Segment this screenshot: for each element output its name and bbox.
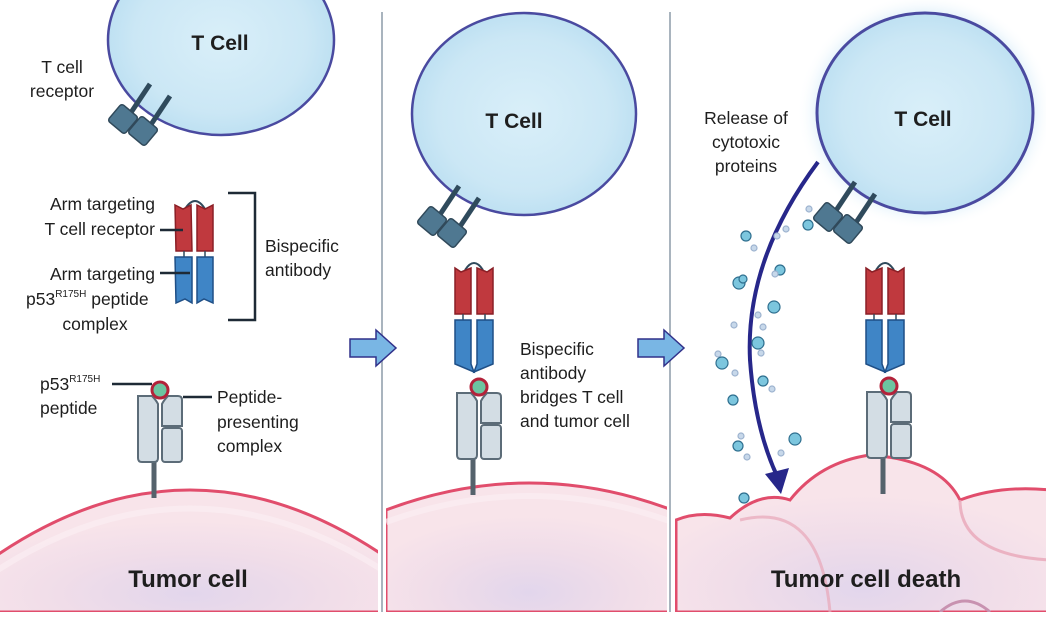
tumor-cell-2: [386, 481, 667, 612]
release-arrow: [747, 160, 820, 479]
antibody-bracket: [228, 191, 257, 322]
caption-line3: bridges T cell: [520, 387, 623, 407]
tcr-label-line1: T cell: [41, 57, 83, 77]
panel-2: T Cell Bispecific antibody bridges T cel…: [386, 11, 667, 612]
bispecific-antibody-2: [454, 262, 494, 373]
caption-line2: antibody: [520, 363, 586, 383]
complex-label-line2: presenting: [217, 412, 299, 432]
step-arrow-1: [349, 328, 398, 368]
complex-label-line3: complex: [217, 436, 282, 456]
t-cell: [106, 0, 336, 137]
panel-3: T Cell Release of cytotoxic proteins Tum…: [675, 0, 1046, 612]
arm-p53-label-line1: Arm targeting: [50, 264, 155, 284]
peptide-presenting-complex-2: [457, 379, 501, 495]
step-arrow-2: [637, 328, 686, 368]
bispecific-label-line1: Bispecific: [265, 236, 339, 256]
peptide-presenting-complex: [138, 382, 182, 498]
peptide-label-line1: p53R175H: [40, 374, 100, 394]
tumor-cell-death-label: Tumor cell death: [771, 566, 961, 593]
arm-tcr-label-line2: T cell receptor: [44, 219, 155, 239]
tumor-cell-label: Tumor cell: [128, 566, 248, 593]
t-cell-2: [410, 11, 638, 217]
peptide-label-line2: peptide: [40, 398, 97, 418]
t-cell-label-2: T Cell: [485, 110, 542, 133]
panel-1: T Cell T cell receptor Arm targeting T c…: [0, 0, 378, 612]
release-label-line3: proteins: [715, 156, 778, 176]
tcr-label-line2: receptor: [30, 81, 94, 101]
bispecific-label-line2: antibody: [265, 260, 331, 280]
bispecific-antibody: [174, 200, 214, 304]
bispecific-antibody-3: [865, 262, 905, 373]
caption-line4: and tumor cell: [520, 411, 630, 431]
complex-label-line1: Peptide-: [217, 387, 282, 407]
arm-tcr-label-line1: Arm targeting: [50, 194, 155, 214]
release-label-line2: cytotoxic: [712, 132, 780, 152]
arm-p53-label-line2: p53R175H peptide: [26, 289, 149, 309]
t-cell-label-3: T Cell: [894, 108, 951, 131]
cytotoxic-proteins: [714, 205, 814, 504]
caption-line1: Bispecific: [520, 339, 594, 359]
t-cell-label: T Cell: [191, 32, 248, 55]
tumor-cell-dying: [675, 453, 1046, 612]
arm-p53-label-line3: complex: [62, 314, 127, 334]
t-cell-3: [815, 11, 1035, 215]
release-label-line1: Release of: [704, 108, 788, 128]
